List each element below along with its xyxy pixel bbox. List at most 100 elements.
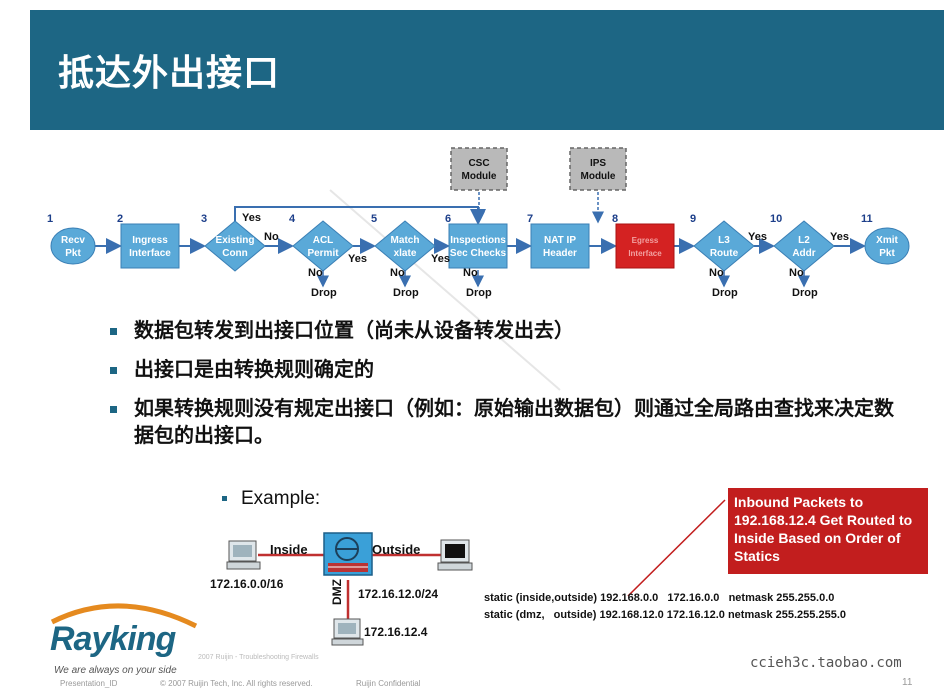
- step-number: 1: [47, 213, 53, 225]
- drop-label: Drop: [712, 287, 738, 299]
- bullet-item: 出接口是由转换规则确定的: [110, 357, 910, 384]
- yes-label: Yes: [348, 253, 367, 265]
- footer-presentation-id: Presentation_ID: [60, 679, 118, 688]
- company-logo: Rayking: [50, 620, 176, 658]
- header-banner: [30, 10, 944, 130]
- flow-node-label: Conn: [222, 248, 248, 259]
- no-label: No: [789, 267, 804, 279]
- flow-node: [50, 227, 96, 265]
- step-number: 8: [612, 213, 618, 225]
- flow-node-label: Xmit: [876, 235, 898, 246]
- flow-node-label: Pkt: [879, 248, 895, 259]
- step-number: 5: [371, 213, 377, 225]
- flow-node-label: Addr: [792, 248, 815, 259]
- flow-node: [448, 223, 508, 269]
- flow-node-label: Interface: [129, 248, 171, 259]
- flow-node-label: Existing: [216, 235, 255, 246]
- inside-pc-icon: [226, 540, 261, 570]
- bypass-arrow: [234, 206, 486, 225]
- bullet-marker: [110, 406, 117, 413]
- module-label: IPS: [590, 158, 606, 169]
- outside-pc-icon: [437, 539, 473, 571]
- no-label: No: [390, 267, 405, 279]
- inside-label: Inside: [270, 542, 308, 557]
- flow-node-label: Ingress: [132, 235, 168, 246]
- module-label: CSC: [468, 158, 489, 169]
- dmz-pc-icon: [331, 618, 364, 646]
- step-number: 7: [527, 213, 533, 225]
- step-number: 11: [861, 213, 873, 225]
- flow-node-label: Egress: [632, 236, 659, 245]
- flow-node-label: ACL: [313, 235, 334, 246]
- step-number: 2: [117, 213, 123, 225]
- flow-node: [530, 223, 590, 269]
- static-command-1: static (inside,outside) 192.168.0.0 172.…: [484, 592, 835, 604]
- dmz-label: DMZ: [330, 579, 344, 605]
- bullet-marker: [110, 367, 117, 374]
- flow-node: [773, 220, 835, 272]
- flow-node-label: Pkt: [65, 248, 81, 259]
- flow-node: [615, 223, 675, 269]
- flow-node-label: L2: [798, 235, 810, 246]
- step-number: 3: [201, 213, 207, 225]
- step-number: 9: [690, 213, 696, 225]
- bullet-list: 数据包转发到出接口位置（尚未从设备转发出去） 出接口是由转换规则确定的 如果转换…: [110, 318, 910, 462]
- module-label: Module: [581, 171, 616, 182]
- dmz-network-label: 172.16.12.0/24: [358, 587, 438, 601]
- no-label: No: [308, 267, 323, 279]
- logo-tagline: We are always on your side: [54, 665, 177, 676]
- flow-node: [374, 220, 436, 272]
- bullet-item: 数据包转发到出接口位置（尚未从设备转发出去）: [110, 318, 910, 345]
- outside-label: Outside: [372, 542, 420, 557]
- footer-copyright: © 2007 Ruijin Tech, Inc. All rights rese…: [160, 679, 313, 688]
- module-box: [450, 147, 508, 191]
- footer-confidential: Ruijin Confidential: [356, 679, 421, 688]
- drop-label: Drop: [466, 287, 492, 299]
- example-heading: Example:: [222, 488, 320, 510]
- watermark: ccieh3c.taobao.com: [750, 655, 902, 671]
- bullet-item: 如果转换规则没有规定出接口（例如：原始输出数据包）则通过全局路由查找来决定数据包…: [110, 396, 910, 450]
- yes-label: Yes: [431, 253, 450, 265]
- flow-node: [204, 220, 266, 272]
- flow-node-label: xlate: [394, 248, 417, 259]
- flow-node-label: Recv: [61, 235, 85, 246]
- yes-label: Yes: [748, 231, 767, 243]
- drop-label: Drop: [311, 287, 337, 299]
- flow-node: [693, 220, 755, 272]
- bullet-marker: [222, 496, 227, 502]
- flow-node: [292, 220, 354, 272]
- yes-label: Yes: [242, 212, 261, 224]
- flow-node-label: Interface: [628, 249, 662, 258]
- faint-footer-text: 2007 Ruijin - Troubleshooting Firewalls: [198, 654, 319, 661]
- callout-box: Inbound Packets to 192.168.12.4 Get Rout…: [728, 488, 928, 574]
- flow-node-label: Permit: [307, 248, 339, 259]
- flow-node-label: L3: [718, 235, 730, 246]
- no-label: No: [463, 267, 478, 279]
- flow-node-label: Inspections: [450, 235, 506, 246]
- flow-node: [864, 227, 910, 265]
- flow-node-label: NAT IP: [544, 235, 576, 246]
- no-label: No: [264, 231, 279, 243]
- bullet-marker: [110, 328, 117, 335]
- step-number: 6: [445, 213, 451, 225]
- inside-network-label: 172.16.0.0/16: [210, 577, 284, 591]
- static-command-2: static (dmz, outside) 192.168.12.0 172.1…: [484, 609, 846, 621]
- yes-label: Yes: [830, 231, 849, 243]
- flow-node-label: Match: [391, 235, 420, 246]
- drop-label: Drop: [393, 287, 419, 299]
- step-number: 10: [770, 213, 782, 225]
- no-label: No: [709, 267, 724, 279]
- flow-node: [120, 223, 180, 269]
- page-title: 抵达外出接口: [58, 52, 281, 93]
- step-number: 4: [289, 213, 296, 225]
- callout-pointer: [627, 499, 726, 597]
- flow-node-label: Route: [710, 248, 739, 259]
- flow-node-label: Sec Checks: [450, 248, 507, 259]
- page-number: 11: [902, 677, 913, 688]
- dmz-host-label: 172.16.12.4: [364, 625, 428, 639]
- drop-label: Drop: [792, 287, 818, 299]
- module-label: Module: [462, 171, 497, 182]
- firewall-icon: [323, 532, 373, 576]
- module-box: [569, 147, 627, 191]
